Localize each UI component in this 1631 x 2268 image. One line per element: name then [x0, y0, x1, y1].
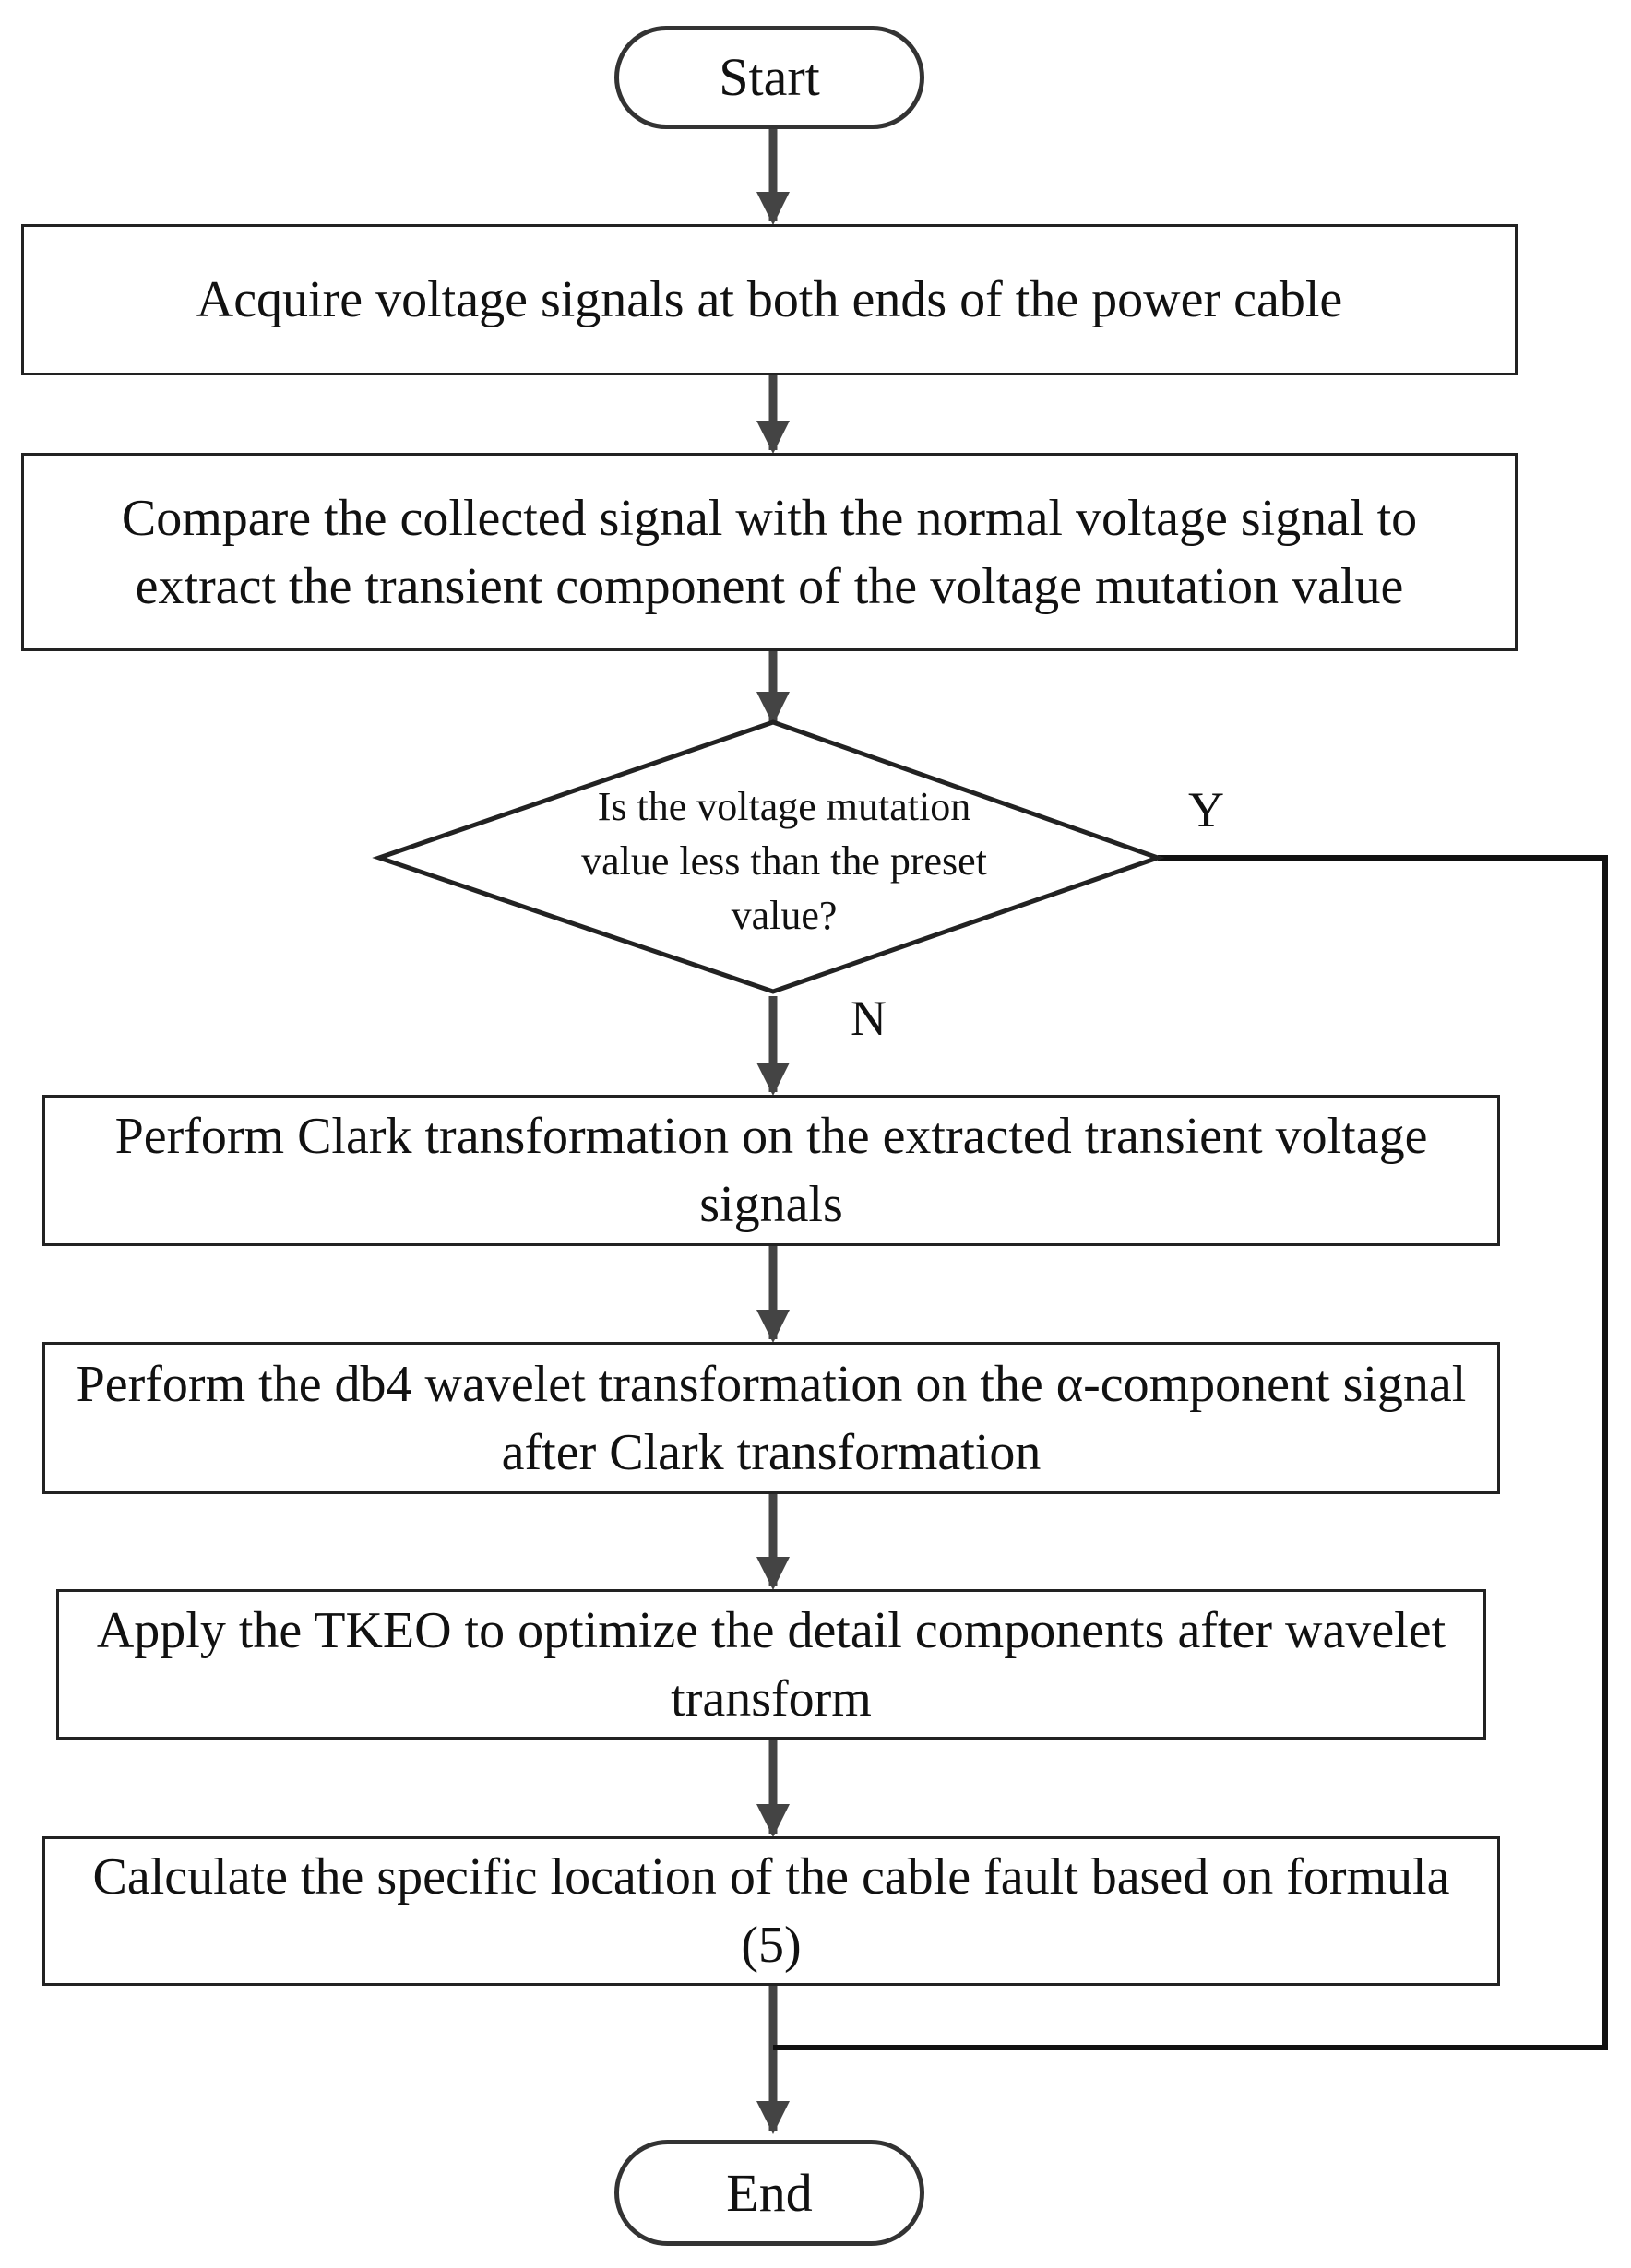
step-compare-extract-transient-label: Compare the collected signal with the no… — [121, 489, 1418, 615]
step-clark-transformation-label: Perform Clark transformation on the extr… — [114, 1108, 1428, 1233]
no-branch-label: N — [851, 991, 887, 1046]
decision-question-label: Is the voltage mutation value less than … — [581, 783, 987, 938]
step-calculate-fault-location-label: Calculate the specific location of the c… — [92, 1848, 1450, 1974]
step-db4-wavelet-transformation: Perform the db4 wavelet transformation o… — [42, 1342, 1500, 1494]
end-label: End — [726, 2162, 813, 2223]
step-acquire-voltage-signals: Acquire voltage signals at both ends of … — [21, 224, 1518, 375]
step-calculate-fault-location: Calculate the specific location of the c… — [42, 1836, 1500, 1986]
step-clark-transformation: Perform Clark transformation on the extr… — [42, 1095, 1500, 1246]
end-terminal: End — [614, 2140, 924, 2246]
decision-diamond — [372, 719, 1165, 994]
start-terminal: Start — [614, 26, 924, 129]
yes-branch-line — [773, 855, 1608, 2050]
start-label: Start — [719, 47, 820, 107]
step-apply-tkeo: Apply the TKEO to optimize the detail co… — [56, 1589, 1486, 1740]
step-acquire-voltage-signals-label: Acquire voltage signals at both ends of … — [196, 271, 1343, 328]
yes-branch-label: Y — [1188, 782, 1224, 837]
step-compare-extract-transient: Compare the collected signal with the no… — [21, 453, 1518, 651]
step-db4-wavelet-transformation-label: Perform the db4 wavelet transformation o… — [76, 1355, 1467, 1481]
step-apply-tkeo-label: Apply the TKEO to optimize the detail co… — [96, 1601, 1446, 1728]
